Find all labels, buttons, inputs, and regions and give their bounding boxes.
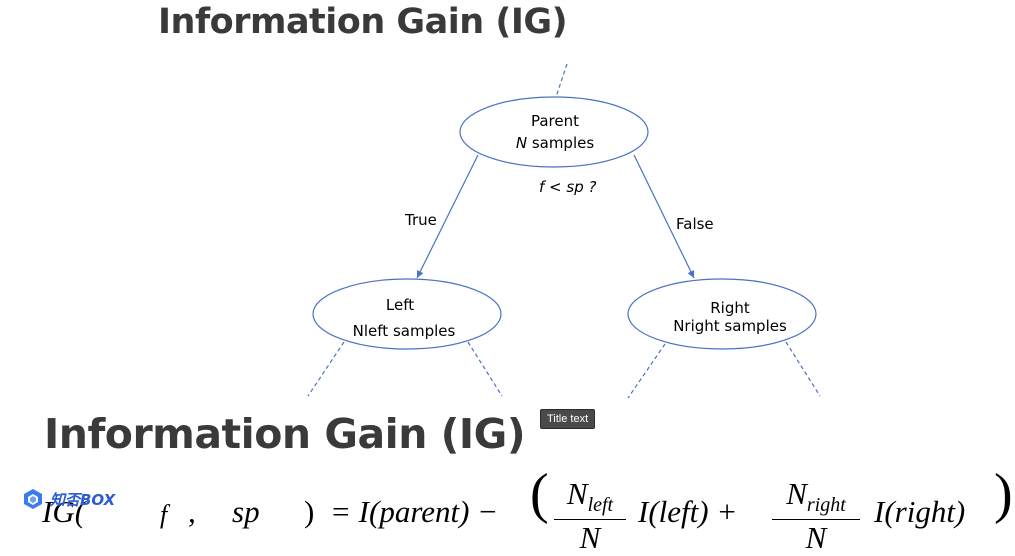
title-text-tooltip: Title text xyxy=(540,409,596,429)
formula-fraction-left-num: Nleft xyxy=(554,476,626,521)
parent-node-title: Parent xyxy=(530,112,580,130)
formula-sp: sp xyxy=(232,494,260,529)
right-node-title: Right xyxy=(710,299,750,317)
false-edge-label: False xyxy=(676,215,714,233)
watermark-logo: 知否BOX xyxy=(22,488,115,510)
formula-left-sub: left xyxy=(587,494,614,517)
formula-fraction-right: Nright N xyxy=(772,476,860,556)
parent-node-samples-var: N xyxy=(515,134,528,152)
watermark-text: 知否BOX xyxy=(50,490,116,509)
right-node-label: Right Nright samples xyxy=(650,299,810,335)
formula-equals-parent: = I(parent) − xyxy=(330,494,499,529)
decision-tree-diagram xyxy=(307,63,821,399)
parent-node-samples: N samples xyxy=(475,132,635,154)
slide-title-top: Information Gain (IG) xyxy=(158,2,568,42)
false-edge-arrow xyxy=(633,154,695,279)
formula-n-right: N xyxy=(786,476,807,511)
formula-f: f xyxy=(160,500,168,529)
information-gain-formula: IG( f , sp ) = I(parent) − ( Nleft N I(l… xyxy=(42,463,1015,555)
true-edge-arrow xyxy=(416,154,479,279)
watermark-hexagon-icon xyxy=(24,489,42,509)
formula-ig-open: IG( xyxy=(42,494,86,529)
formula-big-paren-close: ) xyxy=(994,463,1013,525)
left-node-ellipse xyxy=(312,278,502,350)
true-edge-label: True xyxy=(405,211,437,229)
formula-right-sub: right xyxy=(806,494,846,517)
left-node-label: Left Nleft samples xyxy=(320,292,480,344)
left-child-dashed-edge-left xyxy=(307,341,345,397)
formula-fraction-left: Nleft N xyxy=(554,476,626,556)
slide-title-bottom: Information Gain (IG) xyxy=(44,410,526,458)
formula-n-left: N xyxy=(566,476,588,511)
parent-node-label: Parent N samples xyxy=(475,110,635,154)
parent-node-ellipse xyxy=(459,96,649,168)
left-node-samples: Nleft samples xyxy=(352,322,456,340)
right-child-dashed-edge-right xyxy=(785,341,821,397)
split-condition: f < sp ? xyxy=(539,178,597,196)
formula-term-right: I(right) xyxy=(874,494,966,529)
formula-term-left: I(left) + xyxy=(638,494,738,529)
formula-fraction-right-den: N xyxy=(805,520,827,556)
right-node-ellipse xyxy=(627,278,817,350)
formula-comma: , xyxy=(188,494,196,529)
right-child-dashed-edge-left xyxy=(627,343,666,399)
formula-fraction-left-den: N xyxy=(579,520,601,556)
formula-ig-close: ) xyxy=(304,494,315,529)
left-node-title: Left xyxy=(385,296,415,314)
formula-fraction-right-num: Nright xyxy=(772,476,860,521)
incoming-dashed-edge xyxy=(555,63,568,98)
parent-node-samples-text: samples xyxy=(527,134,595,152)
right-node-samples: Nright samples xyxy=(673,317,787,335)
formula-big-paren-open: ( xyxy=(530,463,549,525)
left-child-dashed-edge-right xyxy=(467,341,503,397)
